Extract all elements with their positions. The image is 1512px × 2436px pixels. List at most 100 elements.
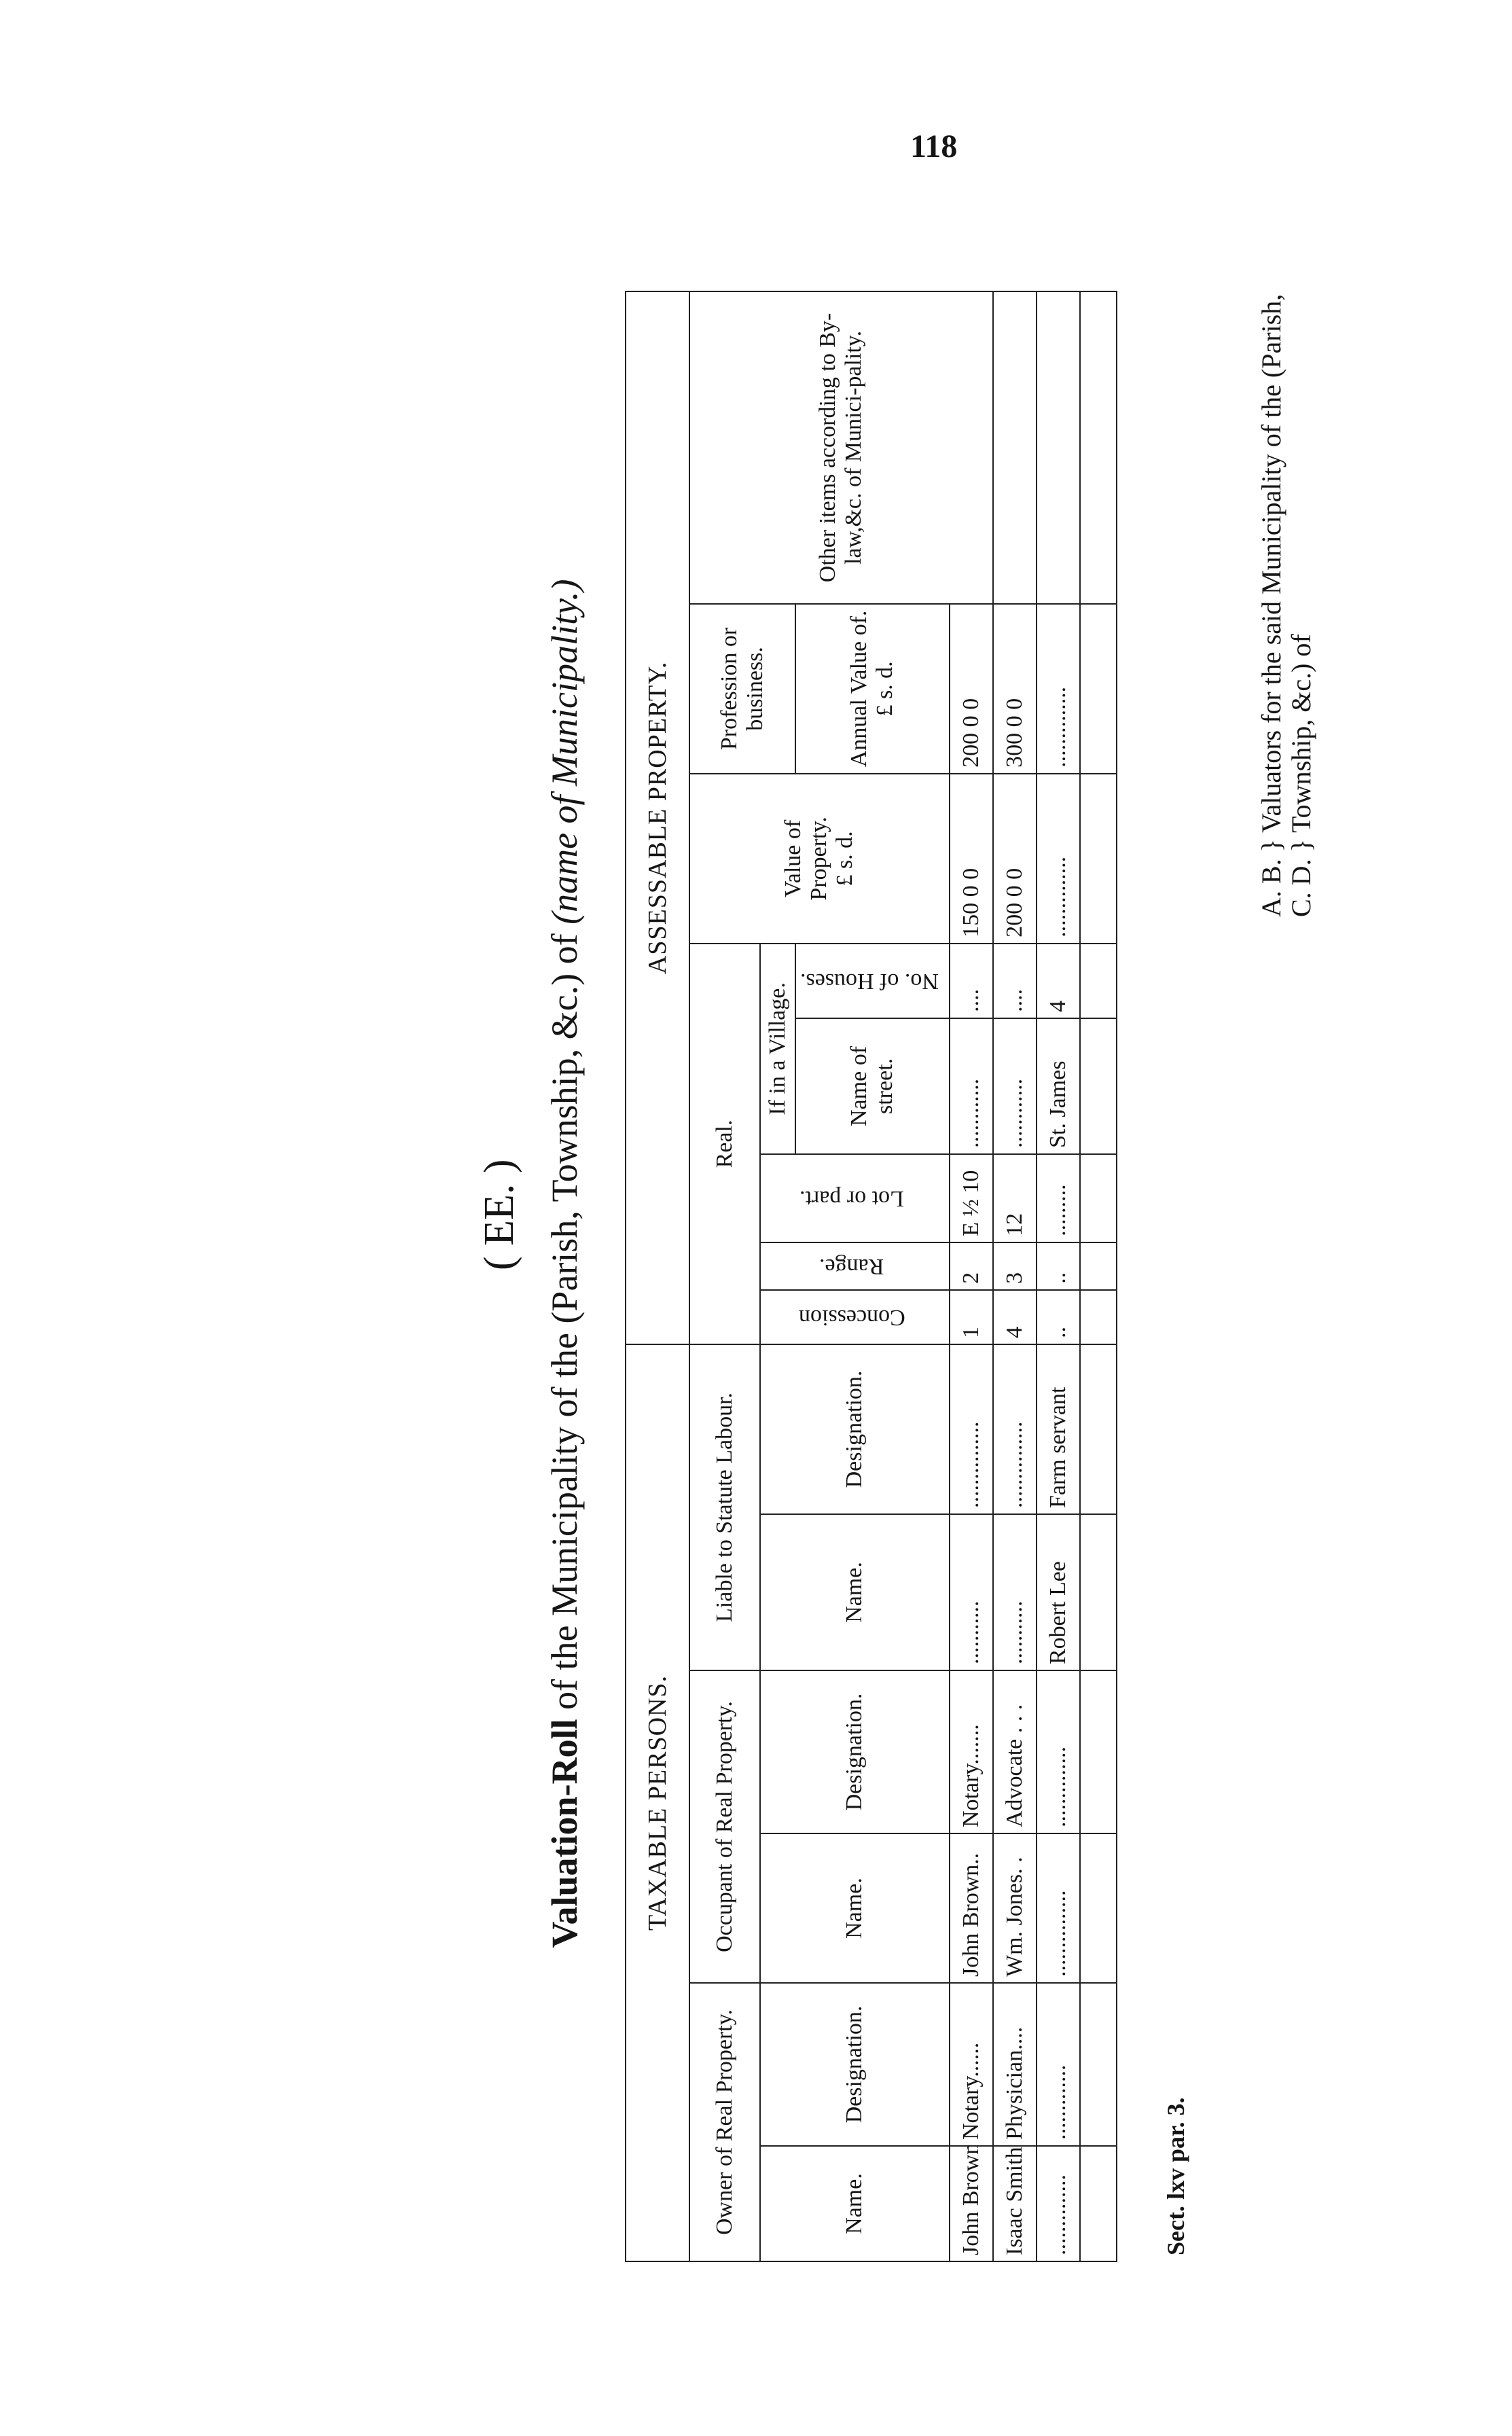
empty-cell (1079, 943, 1117, 1018)
concession-heading-text: Concession (798, 1304, 905, 1330)
empty-cell (1079, 1289, 1117, 1344)
valuation-roll-table: TAXABLE PERSONS. ASSESSABLE PROPERTY. Ow… (625, 291, 1117, 2262)
range-cell: 2 (949, 1242, 993, 1290)
statute-labour-heading: Liable to Statute Labour. (689, 1344, 760, 1670)
value-currency: £ s. d. (832, 831, 858, 886)
empty-cell (1079, 2146, 1117, 2261)
street-heading: Name of street. (795, 1018, 950, 1154)
assessable-property-heading: ASSESSABLE PROPERTY. (626, 291, 689, 1344)
empty-cell (1079, 291, 1117, 604)
other-cell (992, 291, 1037, 604)
value-cell: 150 0 0 (949, 773, 993, 944)
empty-cell (1079, 1153, 1117, 1242)
labour-name-cell: Robert Lee (1036, 1514, 1080, 1670)
occupant-designation-cell: Advocate . . . (992, 1670, 1037, 1833)
lot-heading: Lot or part. (760, 1153, 950, 1242)
valuators-signature: A. B. } Valuators for the said Municipal… (1256, 293, 1316, 917)
range-cell: .. (1036, 1242, 1080, 1290)
labour-name-cell: ........... (949, 1514, 993, 1670)
street-cell: ............ (992, 1018, 1037, 1154)
annual-cell: 300 0 0 (992, 603, 1037, 774)
valuators-line-2: C. D. } Township, &c.) of (1286, 634, 1316, 917)
empty-cell (1079, 1242, 1117, 1290)
owner-heading: Owner of Real Property. (689, 1983, 760, 2261)
table-row: .............. ............. ...........… (1036, 291, 1080, 2261)
labour-designation-cell: Farm servant (1036, 1344, 1080, 1514)
concession-cell: 4 (992, 1289, 1037, 1344)
other-cell (1036, 291, 1080, 604)
annual-heading-text: Annual Value of. (846, 610, 872, 768)
owner-name-cell: .............. (1036, 2146, 1080, 2261)
occupant-name-cell: Wm. Jones. . (992, 1833, 1037, 1983)
owner-name-cell: John Brown. . (949, 2146, 993, 2261)
value-cell: .............. (1036, 773, 1080, 944)
labour-designation-cell: ............... (992, 1344, 1037, 1514)
empty-cell (1079, 1833, 1117, 1983)
labour-name-heading: Name. (760, 1514, 950, 1670)
village-heading: If in a Village. (760, 943, 795, 1154)
annual-value-heading: Annual Value of.£ s. d. (795, 603, 950, 774)
street-cell: ............ (949, 1018, 993, 1154)
houses-heading-text: No. of Houses. (800, 968, 939, 994)
value-cell: 200 0 0 (992, 773, 1037, 944)
owner-designation-cell: Notary...... (949, 1983, 993, 2146)
margin-note: Sect. lxv par. 3. (1162, 2097, 1189, 2255)
empty-cell (1079, 603, 1117, 774)
concession-cell: .. (1036, 1289, 1080, 1344)
empty-cell (1079, 1983, 1117, 2146)
owner-designation-cell: ............. (1036, 1983, 1080, 2146)
owner-name-cell: Isaac Smith . (992, 2146, 1037, 2261)
lot-heading-text: Lot or part. (799, 1185, 904, 1211)
table-row (1079, 291, 1117, 2261)
title-rest: of the Municipality of the (Parish, Town… (544, 933, 585, 1710)
value-of-property-heading: Value of Property.£ s. d. (689, 773, 950, 944)
owner-name-heading: Name. (760, 2146, 950, 2261)
occupant-name-cell: ............... (1036, 1833, 1080, 1983)
houses-heading: No. of Houses. (795, 943, 950, 1018)
page-number: 118 (910, 128, 958, 164)
real-heading: Real. (689, 943, 760, 1344)
range-cell: 3 (992, 1242, 1037, 1290)
houses-cell: .... (949, 943, 993, 1018)
annual-cell: .............. (1036, 603, 1080, 774)
labour-name-cell: ........... (992, 1514, 1037, 1670)
empty-cell (1079, 1670, 1117, 1833)
lot-cell: E ½ 10 (949, 1153, 993, 1242)
owner-designation-heading: Designation. (760, 1983, 950, 2146)
annual-currency: £ s. d. (872, 661, 898, 717)
houses-cell: .... (992, 943, 1037, 1018)
taxable-persons-heading: TAXABLE PERSONS. (626, 1344, 689, 2261)
annual-cell: 200 0 0 (949, 603, 993, 774)
range-heading-text: Range. (819, 1253, 884, 1279)
labour-designation-cell: ............... (949, 1344, 993, 1514)
concession-heading: Concession (760, 1289, 950, 1344)
table-row: Isaac Smith . Physician.... Wm. Jones. .… (992, 291, 1037, 2261)
lot-cell: 12 (992, 1153, 1037, 1242)
valuators-line-1: A. B. } Valuators for the said Municipal… (1256, 293, 1286, 917)
occupant-name-heading: Name. (760, 1833, 950, 1983)
occupant-name-cell: John Brown.. (949, 1833, 993, 1983)
title-italic: (name of Municipality.) (544, 579, 585, 925)
range-heading: Range. (760, 1242, 950, 1290)
empty-cell (1079, 1344, 1117, 1514)
other-items-heading: Other items according to By-law,&c. of M… (689, 291, 993, 604)
lot-cell: ......... (1036, 1153, 1080, 1242)
title-bold: Valuation-Roll (544, 1719, 585, 1948)
empty-cell (1079, 773, 1117, 944)
street-cell: St. James (1036, 1018, 1080, 1154)
profession-heading: Profession or business. (689, 603, 795, 774)
houses-cell: 4 (1036, 943, 1080, 1018)
occupant-designation-cell: Notary....... (949, 1670, 993, 1833)
occupant-heading: Occupant of Real Property. (689, 1670, 760, 1983)
owner-designation-cell: Physician.... (992, 1983, 1037, 2146)
occupant-designation-heading: Designation. (760, 1670, 950, 1833)
occupant-designation-cell: .............. (1036, 1670, 1080, 1833)
labour-designation-heading: Designation. (760, 1344, 950, 1514)
value-heading-text: Value of Property. (780, 817, 832, 901)
document-title: Valuation-Roll of the Municipality of th… (543, 306, 586, 2221)
form-code: ( EE. ) (476, 1159, 522, 1270)
empty-cell (1079, 1018, 1117, 1154)
concession-cell: 1 (949, 1289, 993, 1344)
rotated-document: ( EE. ) Valuation-Roll of the Municipali… (475, 224, 1358, 2262)
empty-cell (1079, 1514, 1117, 1670)
